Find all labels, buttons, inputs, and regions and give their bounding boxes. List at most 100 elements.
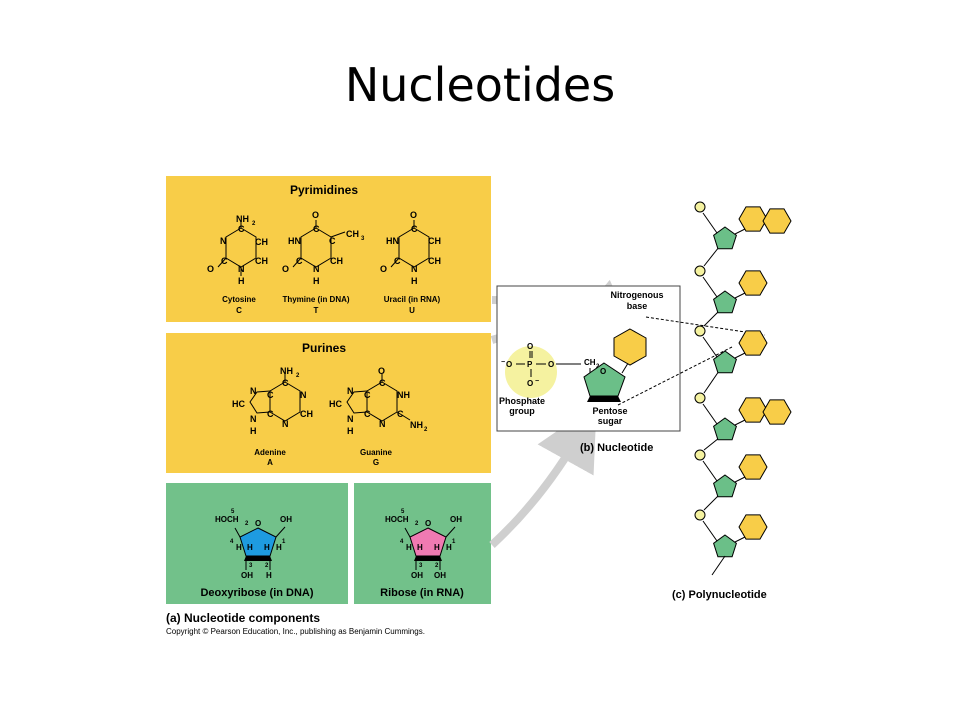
atom-label: 3	[419, 563, 423, 569]
atom-label: 4	[400, 539, 404, 545]
arrow-sugar	[489, 404, 597, 548]
atom-label: C	[296, 256, 303, 266]
atom-label: N	[411, 264, 418, 274]
pentose-sugar	[583, 362, 626, 402]
sugar-pentagon	[713, 417, 737, 441]
atom-label: O	[255, 519, 261, 528]
atom-label: H	[266, 571, 272, 580]
atom-label: C	[329, 236, 336, 246]
atom-label: H	[347, 426, 354, 436]
sugar-pentagon	[713, 534, 737, 558]
atom-label: H	[276, 543, 282, 552]
atom-label: C	[282, 378, 289, 388]
backbone-bond	[702, 403, 718, 425]
uracil-abbr: U	[409, 306, 415, 315]
atom-label: H	[313, 276, 320, 286]
atom-label: N	[347, 414, 354, 424]
base-label-2: base	[627, 301, 648, 311]
atom-label: OH	[434, 571, 446, 580]
atom-label: O	[506, 360, 512, 369]
backbone-bond	[702, 460, 718, 482]
base-hexagon	[738, 270, 768, 296]
atom-label: C	[267, 409, 274, 419]
atom-label: C	[394, 256, 401, 266]
atom-label: NH	[236, 214, 249, 224]
atom-label: H	[236, 543, 242, 552]
dashed-connector	[617, 346, 733, 406]
atom-label: CH	[255, 256, 268, 266]
glycosidic-bond	[734, 419, 746, 426]
atom-label: H	[247, 543, 253, 552]
atom-label: P	[527, 360, 533, 369]
cytosine-abbr: C	[236, 306, 242, 315]
atom-label: H	[238, 276, 245, 286]
atom-label: NH	[410, 420, 423, 430]
glycosidic-bond	[734, 352, 746, 359]
base-hexagon	[738, 514, 768, 540]
atom-label: 5	[231, 509, 235, 515]
cytosine-structure	[217, 222, 257, 276]
atom-label: C	[221, 256, 228, 266]
polynucleotide-caption: (c) Polynucleotide	[672, 589, 767, 601]
atom-label: O	[312, 210, 319, 220]
atom-label: H	[434, 543, 440, 552]
adenine-name: Adenine	[254, 448, 286, 457]
purines-panel	[166, 333, 491, 473]
deoxyribose-structure	[234, 526, 286, 570]
deoxyribose-label: Deoxyribose (in DNA)	[200, 587, 313, 599]
atom-label: H	[250, 426, 257, 436]
atom-label: 1	[452, 539, 456, 545]
uracil-name: Uracil (in RNA)	[384, 295, 441, 304]
atom-label: 2	[245, 521, 249, 527]
atom-label: H	[446, 543, 452, 552]
atom-label: O	[410, 210, 417, 220]
base-hexagon	[738, 330, 768, 356]
atom-label: OH	[411, 571, 423, 580]
atom-label: O	[548, 360, 554, 369]
atom-label: 2	[252, 221, 256, 227]
pyrimidines-panel	[166, 176, 491, 322]
atom-label: OH	[241, 571, 253, 580]
guanine-name: Guanine	[360, 448, 393, 457]
atom-label: CH	[300, 409, 313, 419]
atom-label: CH	[428, 236, 441, 246]
atom-label: C	[379, 378, 386, 388]
backbone-bond	[711, 555, 726, 576]
atom-label: N	[347, 386, 354, 396]
base-hexagon	[762, 208, 792, 234]
atom-label: OH	[280, 515, 292, 524]
atom-label: 3	[361, 236, 365, 242]
atom-label: 2	[296, 373, 300, 379]
atom-label: O	[425, 519, 431, 528]
atom-label: H	[406, 543, 412, 552]
atom-label: 2	[265, 563, 269, 569]
atom-label: O	[282, 264, 289, 274]
atom-label: 2	[415, 521, 419, 527]
atom-label: HOCH	[215, 515, 239, 524]
atom-label: H	[417, 543, 423, 552]
thymine-name: Thymine (in DNA)	[282, 295, 349, 304]
phosphate-circle	[694, 265, 706, 277]
atom-label: OH	[450, 515, 462, 524]
backbone-bond	[703, 494, 720, 511]
phosphate-circle	[694, 509, 706, 521]
backbone-bond	[702, 276, 718, 298]
atom-label: O	[527, 379, 533, 388]
purines-title: Purines	[302, 341, 346, 355]
atom-label: 5	[401, 509, 405, 515]
uracil-structure	[390, 220, 430, 268]
polynucleotide-chain	[694, 201, 792, 576]
atom-label: N	[282, 419, 289, 429]
atom-label: H	[411, 276, 418, 286]
atom-label: 1	[282, 539, 286, 545]
atom-label: CH	[330, 256, 343, 266]
base-hexagon	[738, 206, 768, 232]
atom-label: HN	[386, 236, 399, 246]
atom-label: C	[238, 224, 245, 234]
atom-label: N	[220, 236, 227, 246]
atom-label: N	[379, 419, 386, 429]
backbone-bond	[702, 336, 718, 358]
backbone-bond	[703, 437, 720, 451]
guanine-structure	[346, 374, 411, 422]
